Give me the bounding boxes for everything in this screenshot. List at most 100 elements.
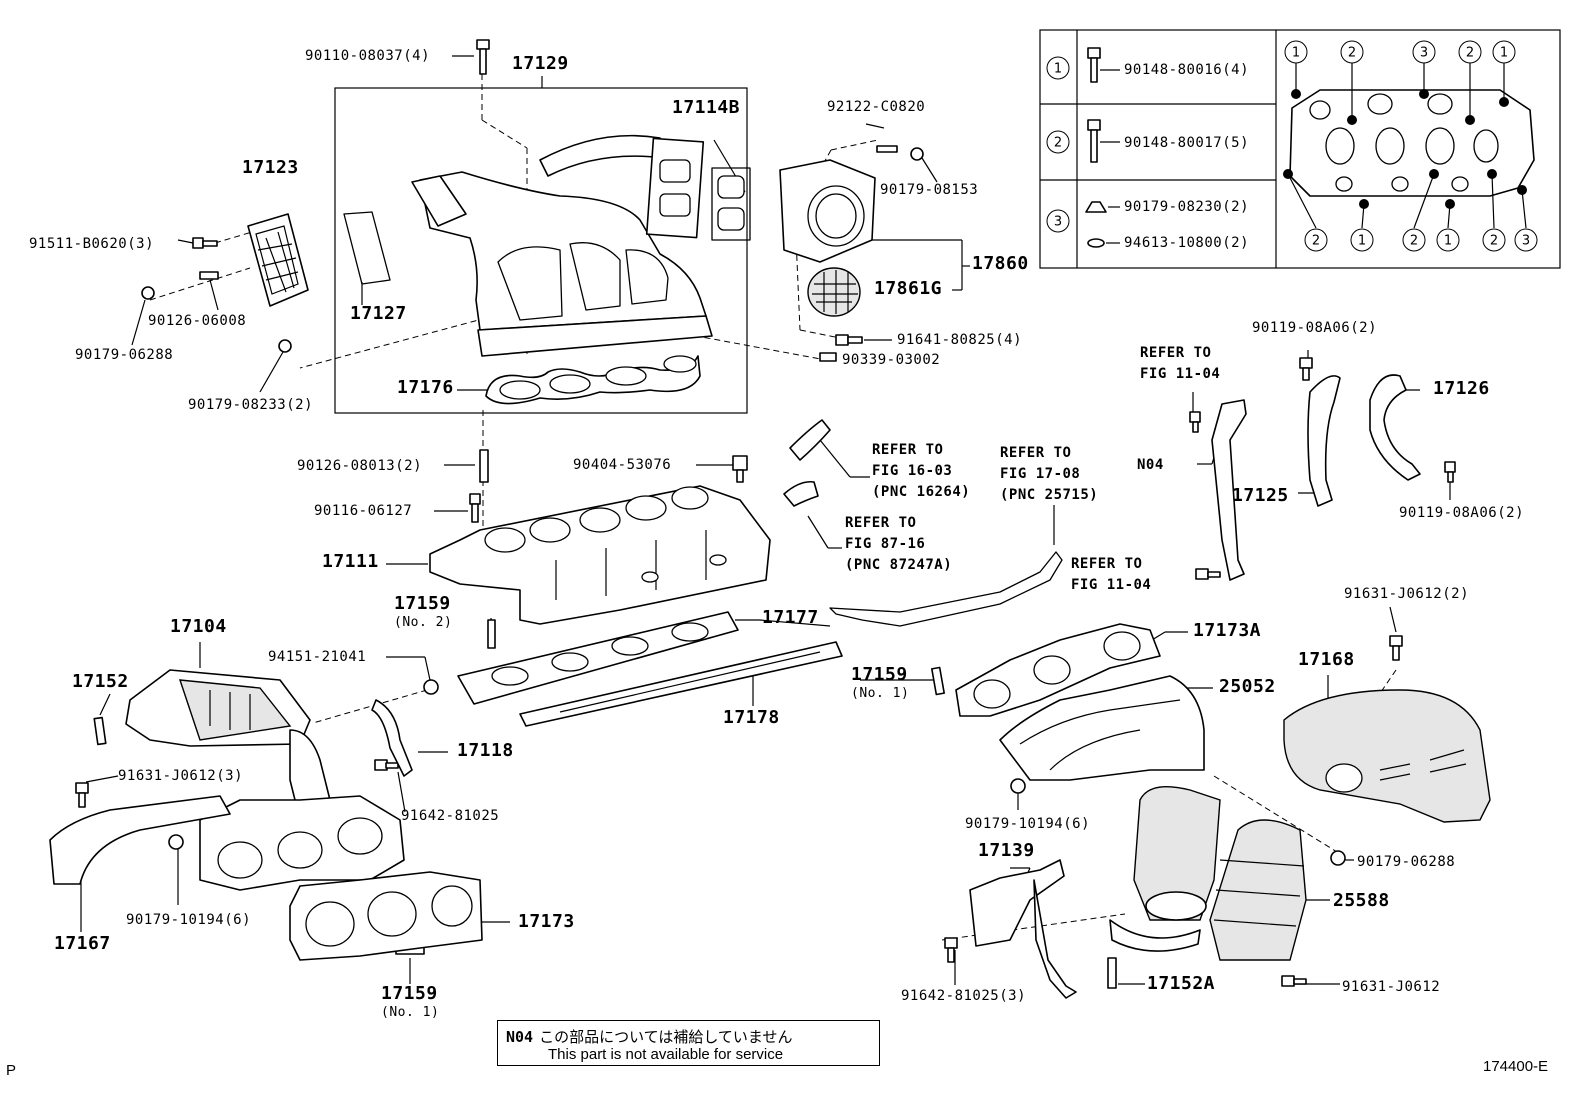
- callout-17159-no2-sub: (No. 2): [394, 615, 453, 630]
- refer-line: REFER TO: [1000, 445, 1072, 461]
- callout-90119-08a06-bottom: 90119-08A06(2): [1399, 505, 1525, 521]
- refer-line: FIG 11-04: [1140, 366, 1221, 382]
- callout-90179-08233: 90179-08233(2): [188, 397, 314, 413]
- air-box: [247, 213, 309, 307]
- callout-17159-no1-right: 17159: [851, 664, 908, 685]
- refer-note-fig-17-08: REFER TO FIG 17-08 (PNC 25715): [1000, 443, 1098, 506]
- note-english: This part is not available for service: [548, 1046, 784, 1063]
- gasket-bottom-marker: 1: [1358, 234, 1366, 249]
- gasket-top-marker: 1: [1500, 46, 1508, 61]
- callout-17104: 17104: [170, 616, 227, 637]
- callout-17177: 17177: [762, 607, 819, 628]
- gasket-top-marker: 2: [1466, 46, 1474, 61]
- callout-90179-08153: 90179-08153: [880, 182, 979, 198]
- callout-n04: N04: [1137, 457, 1164, 473]
- refer-line: FIG 17-08: [1000, 466, 1081, 482]
- callout-90179-10194-right: 90179-10194(6): [965, 816, 1091, 832]
- callout-17127: 17127: [350, 303, 407, 324]
- callout-17159-no2: 17159: [394, 593, 451, 614]
- gasket-top-marker: 2: [1348, 46, 1356, 61]
- callout-25588: 25588: [1333, 890, 1390, 911]
- legend-table: 1 2 3 1 2 3 2 1 2 1 2 1 2 3: [1039, 29, 1561, 269]
- legend-row-3-marker: 3: [1054, 215, 1062, 230]
- refer-line: REFER TO: [872, 442, 944, 458]
- gasket-bottom-marker: 2: [1410, 234, 1418, 249]
- callout-17139: 17139: [978, 840, 1035, 861]
- callout-91642-81025-3: 91642-81025(3): [901, 988, 1027, 1004]
- callout-17123: 17123: [242, 157, 299, 178]
- callout-17118: 17118: [457, 740, 514, 761]
- callout-90126-06008: 90126-06008: [148, 313, 247, 329]
- callout-17167: 17167: [54, 933, 111, 954]
- callout-17129: 17129: [512, 53, 569, 74]
- refer-note-fig-11-04-bottom: REFER TO FIG 11-04: [1071, 554, 1151, 596]
- footer-left: P: [6, 1062, 17, 1079]
- fasteners: [75, 39, 1456, 989]
- intake-manifold-frame: [334, 87, 748, 414]
- callout-90179-10194-left: 90179-10194(6): [126, 912, 252, 928]
- throttle-body: [779, 159, 876, 317]
- refer-line: REFER TO: [1140, 345, 1212, 361]
- callout-90179-06288-left: 90179-06288: [75, 347, 174, 363]
- refer-line: REFER TO: [1071, 556, 1143, 572]
- gasket-bottom-marker: 2: [1490, 234, 1498, 249]
- callout-17178: 17178: [723, 707, 780, 728]
- callout-17125: 17125: [1232, 485, 1289, 506]
- gasket-bottom-marker: 2: [1312, 234, 1320, 249]
- refer-line: (PNC 25715): [1000, 487, 1099, 503]
- callout-17152: 17152: [72, 671, 129, 692]
- callout-17152a: 17152A: [1147, 973, 1216, 994]
- legend-row-2-part: 90148-80017(5): [1124, 135, 1250, 151]
- callout-90116-06127: 90116-06127: [314, 503, 413, 519]
- callout-17173: 17173: [518, 911, 575, 932]
- figure-code: 174400-E: [1483, 1058, 1549, 1075]
- callout-90404-53076: 90404-53076: [573, 457, 672, 473]
- callout-91631-j0612: 91631-J0612: [1342, 979, 1441, 995]
- refer-line: (PNC 87247A): [845, 557, 953, 573]
- callout-17126: 17126: [1433, 378, 1490, 399]
- callout-17159-no1-right-sub: (No. 1): [851, 686, 910, 701]
- callout-90119-08a06-top: 90119-08A06(2): [1252, 320, 1378, 336]
- callout-90179-06288-right: 90179-06288: [1357, 854, 1456, 870]
- callout-92122-c0820: 92122-C0820: [827, 99, 926, 115]
- leader-lines: [80, 55, 1451, 985]
- callout-91511-b0620: 91511-B0620(3): [29, 236, 155, 252]
- callout-90110-08037: 90110-08037(4): [305, 48, 431, 64]
- legend-row-1-part: 90148-80016(4): [1124, 62, 1250, 78]
- gasket-bottom-marker: 1: [1444, 234, 1452, 249]
- callout-90126-08013: 90126-08013(2): [297, 458, 423, 474]
- refer-note-fig-11-04-top: REFER TO FIG 11-04: [1140, 343, 1220, 385]
- callout-17861g: 17861G: [874, 278, 943, 299]
- refer-note-fig-16-03: REFER TO FIG 16-03 (PNC 16264): [872, 440, 970, 503]
- refer-line: FIG 87-16: [845, 536, 926, 552]
- legend-row-3-part-a: 90179-08230(2): [1124, 199, 1250, 215]
- callout-94151-21041: 94151-21041: [268, 649, 367, 665]
- callout-17168: 17168: [1298, 649, 1355, 670]
- refer-line: REFER TO: [845, 515, 917, 531]
- callout-17176: 17176: [397, 377, 454, 398]
- callout-91642-81025: 91642-81025: [401, 808, 500, 824]
- callout-25052: 25052: [1219, 676, 1276, 697]
- gasket-top-marker: 3: [1420, 46, 1428, 61]
- refer-line: (PNC 16264): [872, 484, 971, 500]
- legend-row-3-part-b: 94613-10800(2): [1124, 235, 1250, 251]
- callout-91631-j0612-3: 91631-J0612(3): [118, 768, 244, 784]
- brackets-right: [829, 374, 1421, 627]
- refer-line: FIG 16-03: [872, 463, 953, 479]
- left-exhaust: [49, 669, 483, 961]
- callout-91631-j0612-2: 91631-J0612(2): [1344, 586, 1470, 602]
- callout-91641-80825: 91641-80825(4): [897, 332, 1023, 348]
- callout-17860: 17860: [972, 253, 1029, 274]
- legend-row-1-marker: 1: [1054, 62, 1062, 77]
- refer-line: FIG 11-04: [1071, 577, 1152, 593]
- gasket-top-marker: 1: [1292, 46, 1300, 61]
- lower-intake-manifold: [429, 419, 831, 625]
- gasket-bottom-marker: 3: [1522, 234, 1530, 249]
- note-japanese-text: この部品については補給していません: [539, 1028, 793, 1046]
- callout-17114b: 17114B: [672, 97, 741, 118]
- intake-gaskets: [457, 611, 843, 727]
